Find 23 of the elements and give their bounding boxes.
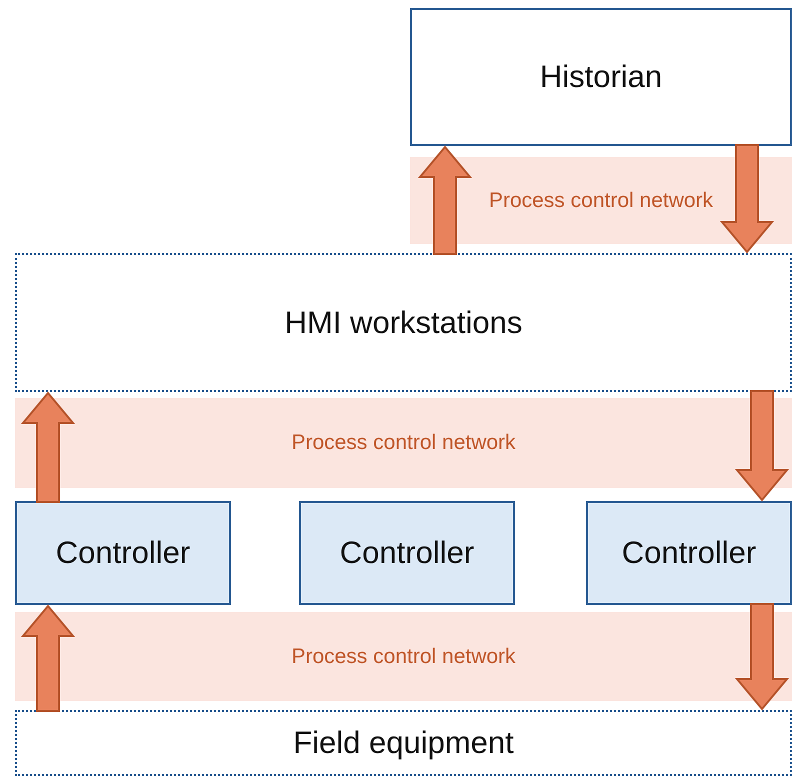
field-equipment-box	[15, 710, 792, 776]
controller-box	[586, 501, 792, 605]
workstation-box	[15, 253, 792, 392]
node-label: Controller	[622, 535, 756, 571]
block-arrow	[734, 603, 790, 711]
network-band	[15, 398, 792, 488]
block-arrow	[734, 390, 790, 502]
node-label: Controller	[56, 535, 190, 571]
network-label: Process control network	[488, 188, 714, 212]
block-arrow	[720, 144, 774, 254]
node-label: Controller	[340, 535, 474, 571]
block-arrow	[20, 604, 76, 712]
node-label: Field equipment	[293, 725, 514, 761]
historian-box	[410, 8, 792, 146]
controller-box	[299, 501, 515, 605]
node-label: Historian	[540, 59, 662, 95]
network-label: Process control network	[291, 644, 516, 668]
network-band	[15, 612, 792, 701]
controller-box	[15, 501, 231, 605]
network-label: Process control network	[291, 431, 516, 455]
node-label: HMI workstations	[284, 304, 522, 340]
block-arrow	[20, 391, 76, 503]
block-arrow	[418, 145, 472, 255]
